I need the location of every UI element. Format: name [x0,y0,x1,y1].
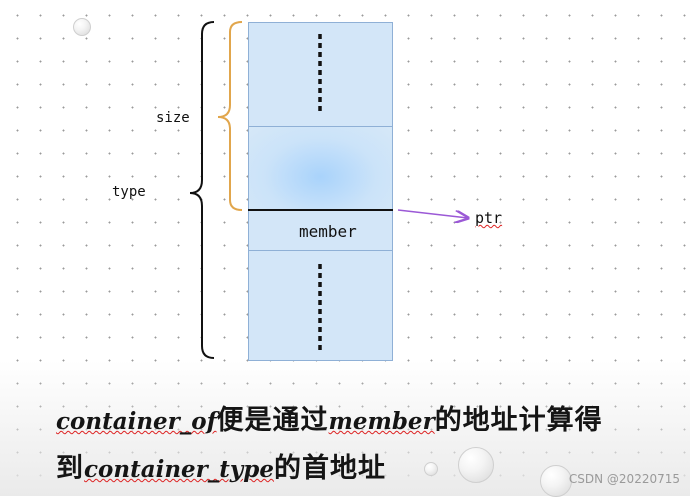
caption-code-container-of: container_of [56,408,217,435]
member-label: member [299,222,357,241]
caption-text-2: 的地址计算得 [435,405,603,436]
caption-line-1: container_of便是通过member的地址计算得 [56,398,603,437]
ptr-label: ptr [475,209,502,227]
caption-text-4: 的首地址 [274,453,386,484]
caption-code-member: member [329,408,435,435]
size-label: size [156,110,190,126]
type-label: type [112,184,146,200]
type-brace [190,22,214,358]
watermark-text: CSDN @20220715 [569,472,680,486]
size-brace [218,22,242,210]
caption-text-1: 便是通过 [217,405,329,436]
caption-code-container-type: container_type [84,456,274,483]
caption-text-3: 到 [56,453,84,484]
caption-line-2: 到container_type的首地址 [56,446,386,485]
ptr-arrow [398,210,468,218]
